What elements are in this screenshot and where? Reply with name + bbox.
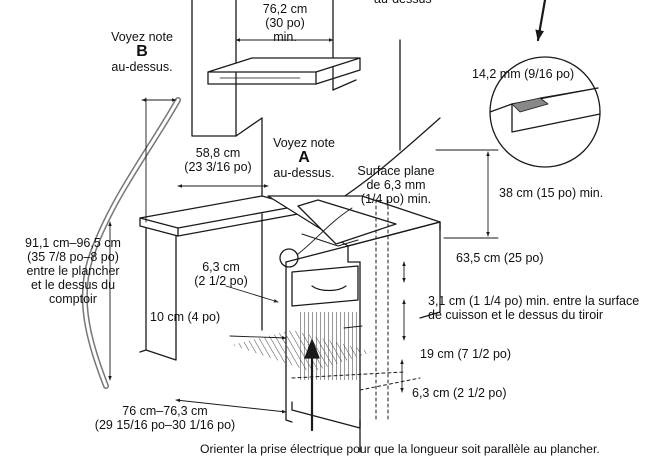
hood-width-cm: 76,2 cm (262, 2, 308, 16)
flat-surface-1: Surface plane (357, 164, 435, 178)
outlet-side-label: 6,3 cm (2 1/2 po) (412, 386, 507, 400)
pipe-stripe-inner (83, 98, 180, 388)
note-a-text-2: au-dessus. (273, 166, 335, 180)
flat-surface-3: (1/4 po) min. (360, 192, 432, 206)
note-a-letter: A (298, 149, 310, 166)
hood-width-min: min. (273, 30, 297, 44)
upper-cabinet-right (332, 0, 401, 151)
counter-height-5: comptoir (49, 292, 97, 306)
note-a-text: Voyez note (273, 136, 335, 150)
flat-surface-label: Surface plane de 6,3 mm (1/4 po) min. (344, 164, 448, 206)
detail-magnifier (489, 56, 601, 168)
opening-width-cm: 76 cm–76,3 cm (122, 404, 208, 418)
hood-width-in: (30 po) (265, 16, 305, 30)
outlet-orientation-footer: Orienter la prise électrique pour que la… (200, 442, 600, 456)
outlet-arrow-head (304, 339, 320, 359)
counter-height-in: (35 7/8 po–8 po) (27, 250, 119, 264)
detail-marker-circle (279, 248, 299, 268)
depth-label: 58,8 cm (23 3/16 po) (168, 146, 268, 174)
toe-kick-label: 10 cm (4 po) (150, 310, 221, 324)
front-offset-label: 6,3 cm (2 1/2 po) (186, 260, 256, 288)
counter-height-label: 91,1 cm–96,5 cm (35 7/8 po–8 po) entre l… (4, 236, 142, 306)
side-clearance-label: 38 cm (15 po) min. (499, 186, 604, 200)
gap-dimension-label: 14,2 mm (9/16 po) (472, 67, 575, 81)
hood-width-label: 76,2 cm (30 po) min. (244, 2, 326, 44)
note-b-label: Voyez note B au-dessus. (104, 30, 180, 74)
note-a-label: Voyez note A au-dessus. (264, 136, 344, 180)
counter-height-3: entre le plancher (26, 264, 120, 278)
outlet-height-label: 19 cm (7 1/2 po) (420, 347, 512, 361)
note-b-text: Voyez note (111, 30, 173, 44)
note-b-text-2: au-dessus. (111, 60, 173, 74)
range-hood (207, 57, 361, 85)
drawer (291, 265, 359, 307)
floor-hatch (232, 330, 372, 372)
drawer-clearance-2: de cuisson et le dessus du tiroir (428, 308, 604, 322)
front-offset-cm: 6,3 cm (202, 260, 240, 274)
detail-arrow (535, 0, 547, 42)
opening-width-label: 76 cm–76,3 cm (29 15/16 po–30 1/16 po) (70, 404, 260, 432)
depth-cm: 58,8 cm (195, 146, 241, 160)
flat-surface-2: de 6,3 mm (366, 178, 426, 192)
right-base-cabinet (285, 221, 441, 453)
drawer-clearance-label: 3,1 cm (1 1/4 po) min. entre la surface … (428, 294, 639, 322)
front-offset-in: (2 1/2 po) (194, 274, 248, 288)
detail-leader (297, 207, 353, 255)
counter-height-4: et le dessus du (30, 278, 116, 292)
opening-width-in: (29 15/16 po–30 1/16 po) (94, 418, 236, 432)
depth-in: (23 3/16 po) (184, 160, 252, 174)
partial-top-label: au-dessus (374, 0, 432, 6)
note-b-letter: B (136, 43, 148, 60)
hidden-lines (291, 199, 421, 421)
cabinet-depth-label: 63,5 cm (25 po) (456, 251, 544, 265)
counter-height-cm: 91,1 cm–96,5 cm (25, 236, 121, 250)
drawer-clearance-1: 3,1 cm (1 1/4 po) min. entre la surface (428, 294, 640, 308)
dimension-lines (108, 38, 499, 414)
